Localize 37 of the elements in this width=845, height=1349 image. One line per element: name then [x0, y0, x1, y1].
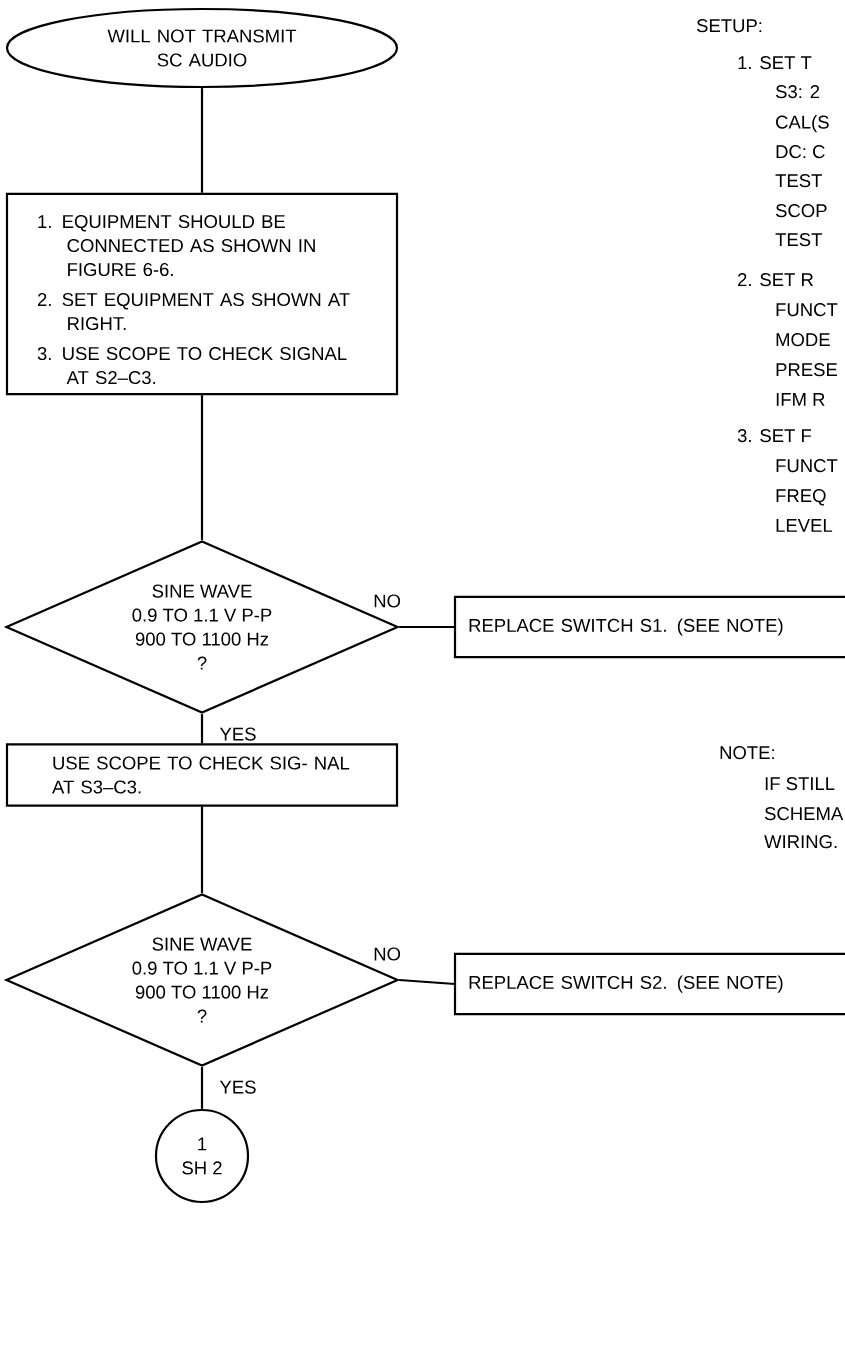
edge-label: NO: [374, 594, 401, 608]
note-text: CAL(S: [776, 115, 829, 133]
edge-label: YES: [219, 1080, 256, 1094]
note-text: NOTE:: [720, 746, 774, 760]
note-text: DC: C: [776, 145, 825, 159]
note-text: 1. SET T: [738, 56, 812, 70]
connector-line: [399, 978, 456, 986]
note-text: SETUP:: [696, 19, 762, 33]
terminal-oval: WILL NOT TRANSMIT SC AUDIO: [5, 7, 399, 89]
edge-label: YES: [219, 727, 256, 741]
process-box: 1. EQUIPMENT SHOULD BE CONNECTED AS SHOWN IN FIGURE 6-6. 2. SET EQUIPMENT AS SHOWN AT RIGHT. 3. USE SCOPE TO CHECK SIGNAL AT S2–C3.: [5, 192, 399, 396]
connector-line: [200, 806, 204, 893]
note-text: IF STILL: [765, 777, 835, 791]
note-text: MODE: [776, 333, 830, 347]
edge-label: NO: [374, 947, 401, 961]
note-text: IFM R: [776, 393, 825, 406]
note-text: FREQ: [776, 489, 826, 506]
note-text: S3: 2: [775, 85, 820, 99]
note-text: 2. SET R: [738, 273, 813, 287]
note-text: SCOP: [775, 204, 827, 218]
connector-line: [200, 1067, 204, 1109]
note-text: SCHEMA: [764, 807, 844, 821]
connector-line: [200, 395, 204, 540]
note-text: FUNCT: [776, 303, 838, 317]
connector-line: [399, 625, 455, 629]
note-text: 3. SET F: [737, 429, 812, 443]
note-text: TEST: [775, 233, 822, 247]
note-text: PRESE: [776, 363, 838, 377]
process-box: REPLACE SWITCH S2. (SEE NOTE): [453, 952, 845, 1016]
connector-line: [200, 88, 204, 193]
note-text: LEVEL: [776, 519, 833, 532]
connector-line: [200, 714, 204, 744]
note-text: WIRING.: [764, 835, 837, 849]
note-text: FUNCT: [776, 459, 838, 473]
process-box: REPLACE SWITCH S1. (SEE NOTE): [453, 595, 845, 659]
note-text: TEST: [775, 174, 822, 188]
process-box: USE SCOPE TO CHECK SIG- NAL AT S3–C3.: [5, 743, 399, 807]
